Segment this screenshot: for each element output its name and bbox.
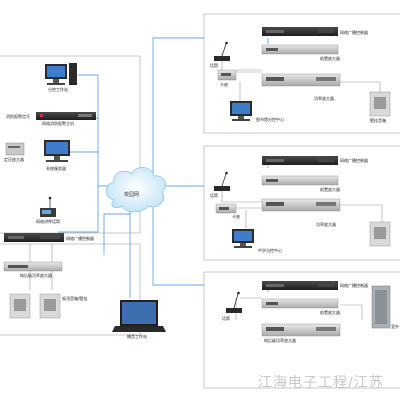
r1-pre-amp-device — [261, 44, 339, 55]
fire-host-label: 网络消防报警主机 — [42, 121, 74, 126]
r2-amp-label: 前置放大器 — [320, 187, 340, 192]
r3-power-amp-device — [261, 323, 341, 337]
r1-power-amp-device — [261, 73, 341, 87]
left-controller-label: 网络广播控制器 — [66, 236, 94, 241]
left-speakers-device — [9, 293, 61, 319]
campus-network-cloud — [106, 167, 167, 213]
r2-mic-device — [214, 171, 230, 191]
network-mic-device — [40, 196, 56, 217]
laptop-label: 播音工作站 — [127, 334, 147, 339]
r3-controller-label: 网络广播控制器 — [340, 283, 368, 288]
r1-amp-label: 前置放大器 — [320, 56, 340, 61]
right-group1-frame — [203, 13, 400, 134]
r2-pc-label: 中学分控中心 — [258, 248, 282, 253]
r1-controller-device — [262, 27, 338, 36]
r3-column-speaker-device — [371, 285, 391, 329]
left-speakers-label: 吸顶音箱/壁挂 — [62, 296, 88, 301]
right-group2-frame — [203, 145, 400, 261]
analysis-ws-label: 分控工作站 — [48, 87, 68, 92]
r2-controller-device — [262, 156, 338, 165]
r3-pre-amp-device — [261, 298, 339, 309]
r2-pre-amp-device — [261, 175, 339, 186]
net-mic-label: 网络讲呼话筒 — [36, 219, 60, 224]
r3-mic-label: 话筒 — [222, 316, 230, 321]
r1-deck-device — [217, 69, 237, 81]
r3-power-amp-label: 纯后级功率放大器 — [264, 338, 296, 343]
left-amplifier-device — [5, 142, 25, 156]
r2-deck-device — [215, 203, 237, 214]
network-lines — [58, 37, 269, 298]
watermark-text: 江海电子工程/江苏 — [258, 375, 384, 391]
left-group-frame — [0, 55, 141, 234]
r2-deck-label: 卡座 — [232, 214, 240, 219]
right-group3-frame — [203, 271, 400, 389]
r3-mic-device — [226, 291, 242, 313]
analysis-workstation-device — [45, 63, 77, 85]
sys-server-label: 系统服务器 — [46, 166, 66, 171]
left-controller-device — [4, 233, 64, 242]
r2-controller-label: 网络广播控制器 — [340, 158, 368, 163]
r2-mic-label: 话筒 — [210, 193, 218, 198]
left-amp-label: 纯后级功率放大器 — [20, 273, 52, 278]
r3-amp-label: 前置放大器 — [320, 310, 340, 315]
r2-speaker-device — [369, 221, 391, 247]
r1-mic-label: 话筒 — [210, 63, 218, 68]
r1-speaker-device — [369, 91, 391, 117]
cloud-label: 校园网 — [124, 192, 140, 198]
r1-controller-label: 网络广播控制器 — [340, 30, 368, 35]
r1-pc-device — [230, 101, 252, 121]
r1-deck-label: 卡座 — [220, 82, 228, 87]
r1-mic-device — [214, 41, 230, 61]
fire-signal-label: 消防报警信号 — [6, 114, 30, 119]
r2-power-amp-device — [261, 198, 341, 212]
r3-controller-device — [262, 281, 338, 290]
r2-power-amp-label: 功率放大器 — [316, 222, 336, 227]
left-power-amp-device — [3, 261, 63, 272]
system-server-device — [44, 140, 70, 162]
fire-alarm-host-device — [36, 112, 96, 120]
r1-pc-label: 图书馆分控中心 — [256, 117, 284, 122]
laptop-device — [112, 300, 166, 332]
r3-speaker-label: 室外 — [391, 324, 399, 329]
left-bottom-frame — [0, 243, 141, 336]
r2-pc-device — [232, 229, 254, 248]
r1-speaker-label: 壁挂音箱 — [370, 118, 386, 123]
amp-left-label: 定压放大器 — [4, 157, 24, 162]
r1-power-amp-label: 功率放大器 — [314, 96, 334, 101]
